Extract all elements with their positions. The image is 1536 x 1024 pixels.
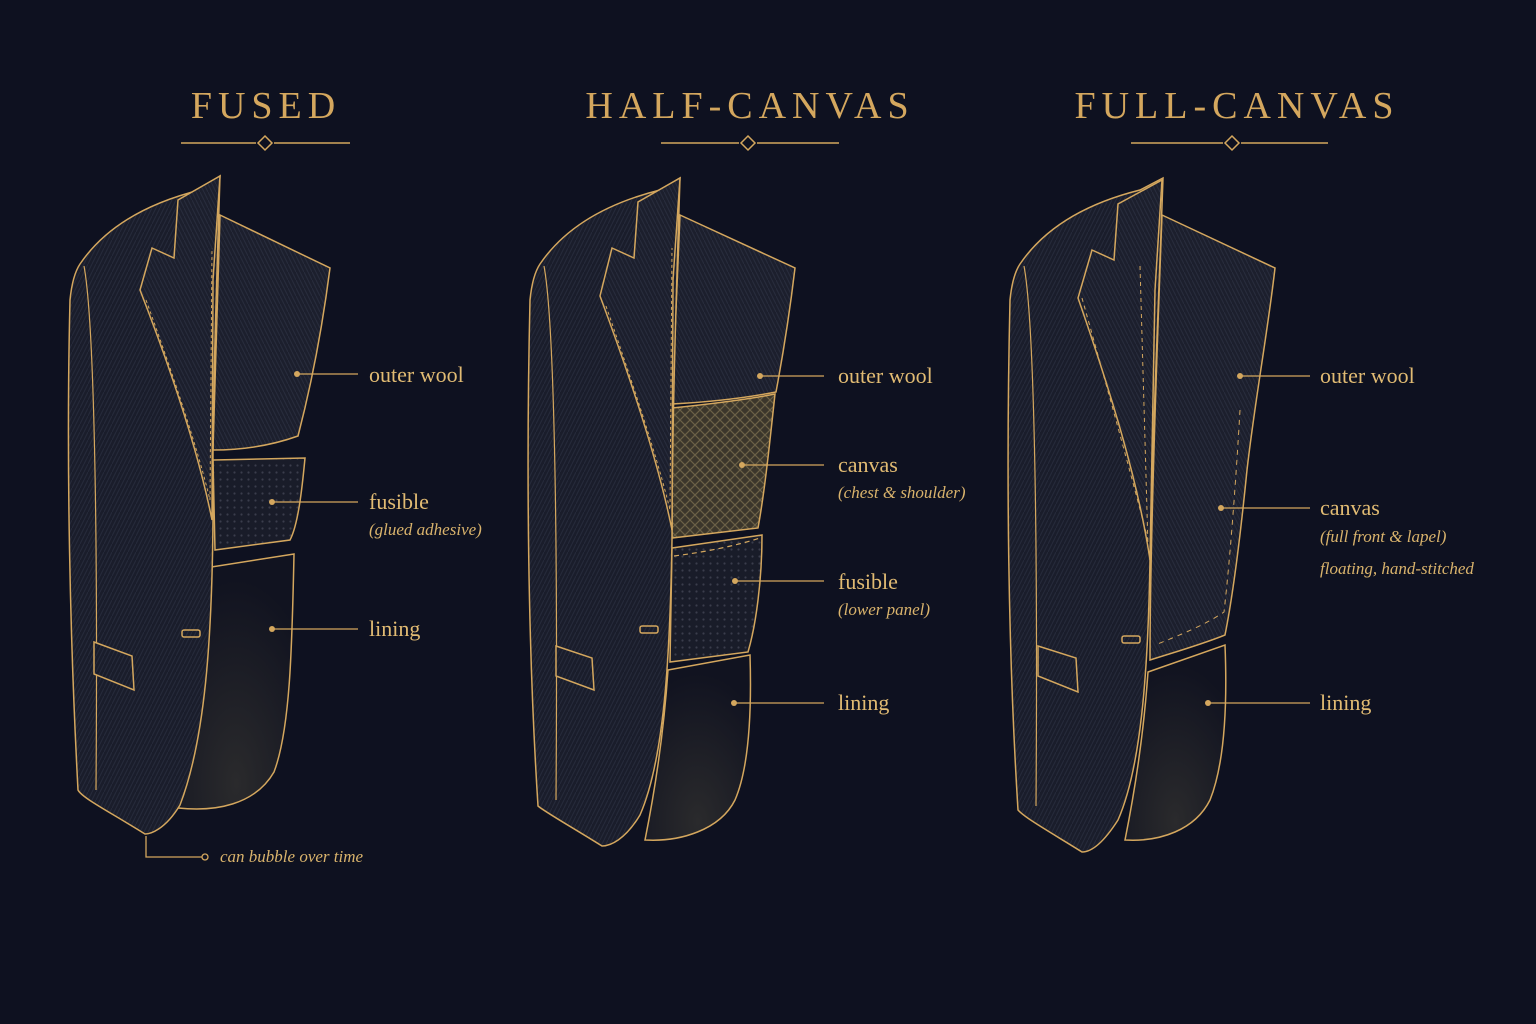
full-canvas-panel [1149,213,1276,662]
label-lining: lining [838,690,890,715]
half-canvas-column [527,134,839,847]
outer-wool-panel [671,213,796,405]
lapel-stitch [145,247,213,501]
label-outer-wool: outer wool [1320,363,1415,388]
label-outer-wool: outer wool [369,362,464,387]
label-canvas-note: (full front & lapel) [1320,527,1447,546]
label-lining: lining [369,616,421,641]
lapel [139,174,221,521]
label-bubble-note: can bubble over time [220,847,364,866]
button-hole [639,625,659,634]
button-hole [1121,635,1141,644]
label-fusible: fusible [369,489,429,514]
lapel [1077,178,1163,561]
outer-wool-panel [212,213,331,451]
title-fused: FUSED [190,85,342,127]
title-full-canvas: FULL-CANVAS [1074,85,1400,127]
label-lining: lining [1320,690,1372,715]
pocket-flap [555,644,595,692]
side-seam [543,265,558,801]
side-seam [83,265,98,791]
label-outer-wool: outer wool [838,363,933,388]
fusible-stitch [673,537,761,557]
full-canvas-column [1007,134,1328,853]
label-canvas: canvas [838,452,898,477]
pad-stitching [1081,265,1149,547]
lining-panel [644,654,752,841]
fused-column [67,134,358,861]
fusible-panel [669,534,763,663]
title-ornament [181,134,350,152]
lapel [599,176,681,531]
label-fusible-note: (lower panel) [838,600,931,619]
label-fusible: fusible [838,569,898,594]
lining-panel [1124,643,1227,841]
label-canvas: canvas [1320,495,1380,520]
side-seam [1023,265,1038,807]
title-ornament [1131,134,1328,152]
pocket-flap [93,640,135,692]
canvas-panel [671,393,776,539]
button-hole [181,629,201,638]
label-canvas-note-2: floating, hand-stitched [1320,559,1474,578]
title-half-canvas: HALF-CANVAS [585,85,915,127]
label-fusible-note: (glued adhesive) [369,520,482,539]
label-canvas-note: (chest & shoulder) [838,483,966,502]
canvas-stitch [1154,409,1241,646]
title-ornament [661,134,839,152]
fusible-panel [212,457,306,551]
pocket-flap [1037,644,1079,694]
lapel-stitch [605,247,673,511]
